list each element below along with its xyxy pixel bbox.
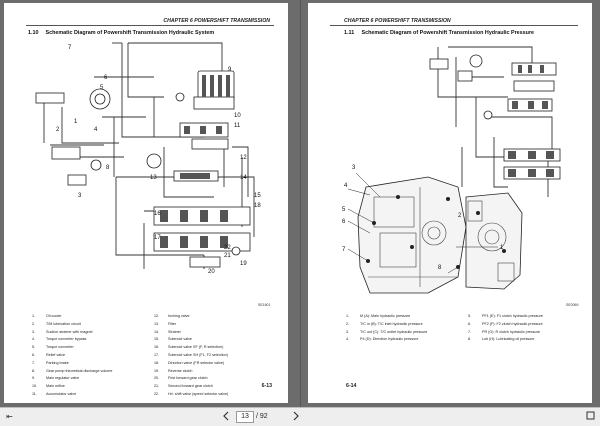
legend-item: 19.Reverse clutch [154,368,193,373]
menu-button[interactable] [585,411,596,422]
legend-column-right: 12.Inching valve 13.Filter 14.Strainer 1… [154,313,228,399]
header-rule [26,25,274,26]
svg-text:1: 1 [500,245,504,251]
chevron-right-icon [293,411,299,421]
legend-column-right: 5.PF1 (E): F1 clutch hydraulic pressure … [468,313,543,344]
diagram-code: SE0069 [566,303,579,307]
svg-text:14: 14 [240,175,247,181]
legend-item: 18.Direction valve (FR selector valve) [154,360,225,365]
svg-text:5: 5 [342,207,346,213]
legend-item: 12.Inching valve [154,314,190,318]
chapter-header: CHAPTER 6 POWERSHIFT TRANSMISSION [344,18,451,24]
svg-text:16: 16 [154,211,161,217]
svg-text:9: 9 [228,67,232,73]
svg-text:22: 22 [224,245,231,251]
svg-text:7: 7 [342,247,346,253]
legend-item: 6.Relief valve [32,352,66,357]
svg-text:18: 18 [254,203,261,209]
legend-item: 16.Solenoid valve SF (F, R selection) [154,345,224,350]
legend-item: 21.Second forward gear clutch [154,384,213,389]
section-title: Schematic Diagram of Powershift Transmis… [361,30,535,36]
chapter-header: CHAPTER 6 POWERSHIFT TRANSMISSION [163,18,270,24]
svg-text:8: 8 [106,165,110,171]
legend-item: 6.PF2 (F): F2 clutch hydraulic pressure [468,321,543,326]
legend-column-left: 1.M (A): Main hydraulic pressure 2.T/C i… [346,313,427,344]
legend-item: 1.M (A): Main hydraulic pressure [346,314,411,318]
svg-text:3: 3 [352,165,356,171]
page-total-label: / 92 [256,413,268,420]
page-6-13: CHAPTER 6 POWERSHIFT TRANSMISSION 1.10 S… [4,3,288,403]
legend-item: 15.Solenoid valve [154,337,192,342]
svg-text:15: 15 [254,193,261,199]
legend-item: 11.Accumulator valve [32,391,77,396]
legend-item: 5.Torque converter [32,345,74,350]
svg-text:17: 17 [154,235,161,241]
legend-item: 2.T/C in (B): T/C inlet hydraulic pressu… [346,321,423,326]
section-number: 1.11 [344,30,355,36]
legend-item: 10.Main orifice [32,384,65,389]
svg-text:21: 21 [224,253,231,259]
legend-item: 2.T/M lubrication circuit [32,321,81,326]
page-number: 6-14 [346,383,357,389]
svg-text:6: 6 [104,75,108,81]
previous-page-button[interactable] [220,411,231,422]
document-viewer: CHAPTER 6 POWERSHIFT TRANSMISSION 1.10 S… [4,0,592,407]
svg-text:10: 10 [234,113,241,119]
legend-item: 8.Lub (H): Lubricating oil pressure [468,337,535,342]
hydraulic-system-schematic: 7 6 5 4 1 2 8 3 9 10 11 12 13 14 15 18 1… [35,42,261,275]
legend-column-left: 1.Oil cooler 2.T/M lubrication circuit 3… [32,313,112,399]
svg-text:12: 12 [240,155,247,161]
page-number: 6-13 [261,383,272,389]
page-divider [300,0,301,407]
legend-item: 7.PR (G): R clutch hydraulic pressure [468,329,540,334]
svg-text:6: 6 [342,219,346,225]
legend-item: 4.Torque converter bypass [32,337,87,342]
svg-text:8: 8 [438,265,442,271]
legend-item: 1.Oil cooler [32,314,62,318]
page-6-14: CHAPTER 6 POWERSHIFT TRANSMISSION 1.11 S… [308,3,592,403]
svg-text:7: 7 [68,45,72,51]
diagram-code: SE1601 [258,303,271,307]
legend-item: 17.Solenoid valve SH (F1, F2 selection) [154,352,228,357]
next-page-button[interactable] [290,411,301,422]
expand-icon [586,411,595,420]
section-heading: 1.11 Schematic Diagram of Powershift Tra… [344,30,534,36]
legend-item: 3.Suction strainer with magnet [32,329,93,334]
svg-text:19: 19 [240,261,247,267]
svg-text:20: 20 [208,269,215,275]
hydraulic-pressure-schematic: 4 3 5 6 7 8 2 1 [342,46,561,294]
legend-item: 22.Hri. shift valve (speed selector valv… [154,391,229,396]
page-number-input[interactable]: 13 [236,411,254,423]
legend-item: 20.First forward gear clutch [154,376,208,381]
svg-text:13: 13 [150,175,157,181]
section-number: 1.10 [28,30,39,36]
svg-text:5: 5 [100,85,104,91]
legend-item: 3.T/C out (C): T/C outlet hydraulic pres… [346,329,428,334]
section-heading: 1.10 Schematic Diagram of Powershift Tra… [28,30,214,36]
legend-item: 8.Gear pump theoretical discharge volume [32,368,113,373]
chevron-left-icon [222,411,228,421]
legend-item: 9.Main regulator valve [32,376,80,381]
svg-text:3: 3 [78,193,82,199]
legend-item: 13.Filter [154,321,177,326]
svg-text:4: 4 [94,127,98,133]
legend-item: 14.Strainer [154,329,181,334]
viewer-toolbar: ⇤ 13 / 92 [0,407,600,426]
svg-text:2: 2 [458,213,462,219]
header-rule [330,25,578,26]
first-page-button[interactable]: ⇤ [6,412,13,421]
legend-item: 5.PF1 (E): F1 clutch hydraulic pressure [468,314,543,318]
legend-item: 4.P4 (D): Direction hydraulic pressure [346,337,419,342]
svg-text:1: 1 [74,119,78,125]
svg-text:11: 11 [234,123,241,129]
section-title: Schematic Diagram of Powershift Transmis… [45,30,215,36]
legend-item: 7.Parking brake [32,360,69,365]
svg-text:4: 4 [344,183,348,189]
svg-text:2: 2 [56,127,60,133]
